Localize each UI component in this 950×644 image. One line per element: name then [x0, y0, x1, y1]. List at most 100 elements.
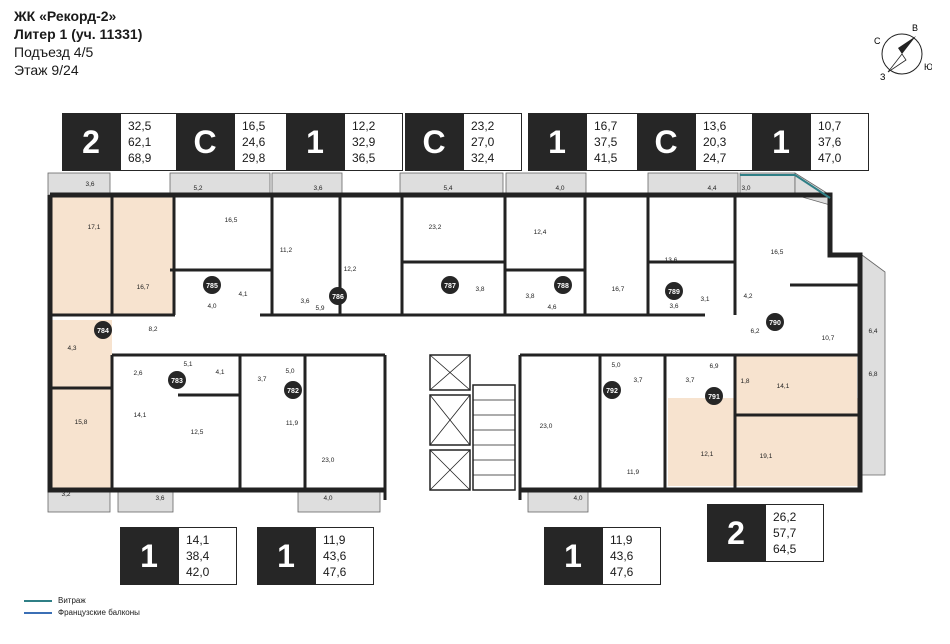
- full-area: 47,0: [818, 151, 842, 165]
- total-area: 27,0: [471, 135, 495, 149]
- apt-num: 782: [287, 388, 299, 395]
- room-area: 8,2: [148, 326, 157, 333]
- living-area: 16,5: [242, 119, 266, 133]
- complex-name: ЖК «Рекорд-2»: [14, 8, 117, 24]
- apartment-number: [94, 321, 112, 339]
- room-area: 6,4: [868, 328, 877, 335]
- outer-wall: [47, 195, 240, 493]
- apt-num: 783: [171, 378, 183, 385]
- apartment-type: 1: [257, 527, 315, 585]
- room-area: 4,6: [547, 304, 556, 311]
- room-area: 2,6: [133, 370, 142, 377]
- living-area: 23,2: [471, 119, 495, 133]
- litera: Литер 1 (уч. 11331): [14, 26, 143, 42]
- room-area: 11,9: [286, 420, 299, 427]
- floor-number: Этаж 9/24: [14, 62, 79, 78]
- room-area: 4,2: [743, 293, 752, 300]
- apartment-number: [603, 381, 621, 399]
- total-area: 37,5: [594, 135, 618, 149]
- apartment-type: С: [176, 113, 234, 171]
- apartment-number: [441, 276, 459, 294]
- room-area: 3,6: [313, 185, 322, 192]
- room-area: 3,6: [155, 495, 164, 502]
- total-area: 38,4: [186, 549, 210, 563]
- room-highlight: [735, 355, 857, 417]
- full-area: 68,9: [128, 151, 152, 165]
- apt-num: 790: [769, 320, 781, 327]
- room-area: 12,5: [191, 429, 204, 436]
- full-area: 32,4: [471, 151, 495, 165]
- apt-num: 786: [332, 294, 344, 301]
- living-area: 13,6: [703, 119, 727, 133]
- living-area: 32,5: [128, 119, 152, 133]
- apt-num: 785: [206, 283, 218, 290]
- room-area: 5,0: [611, 362, 620, 369]
- apt-num: 788: [557, 283, 569, 290]
- balcony-right: [861, 254, 886, 476]
- room-area: 4,0: [207, 303, 216, 310]
- apartment-type: 1: [528, 113, 586, 171]
- room-area: 23,2: [429, 224, 442, 231]
- room-area: 16,5: [225, 217, 238, 224]
- apartment-type: 1: [286, 113, 344, 171]
- apartment-number: [766, 313, 784, 331]
- legend-french: Французские балконы: [24, 608, 140, 617]
- compass-icon: С В Ю З: [874, 23, 932, 82]
- room-area: 6,9: [709, 363, 718, 370]
- apartment-type: 1: [752, 113, 810, 171]
- room-area: 4,3: [67, 345, 76, 352]
- balcony-top: [169, 172, 271, 196]
- total-area: 57,7: [773, 526, 797, 540]
- french-swatch: [24, 611, 52, 614]
- room-area: 5,9: [315, 305, 324, 312]
- apartment-number: [665, 282, 683, 300]
- floor-header: ЖК «Рекорд-2» Литер 1 (уч. 11331) Подъез…: [14, 7, 142, 79]
- apartment-number: [168, 371, 186, 389]
- room-area: 10,7: [822, 335, 835, 342]
- full-area: 36,5: [352, 151, 376, 165]
- living-area: 11,9: [610, 533, 633, 547]
- full-area: 41,5: [594, 151, 618, 165]
- total-area: 43,6: [323, 549, 347, 563]
- total-area: 20,3: [703, 135, 727, 149]
- room-area: 3,7: [633, 377, 642, 384]
- room-area: 1,8: [740, 378, 749, 385]
- room-area: 13,6: [665, 257, 678, 264]
- balcony-top: [647, 172, 739, 196]
- room-area: 3,6: [85, 181, 94, 188]
- room-area: 19,1: [760, 453, 773, 460]
- room-area: 6,2: [750, 328, 759, 335]
- living-area: 14,1: [186, 533, 210, 547]
- room-area: 14,1: [777, 383, 790, 390]
- compass-w: З: [880, 72, 885, 82]
- room-area: 11,9: [627, 469, 640, 476]
- compass-s: Ю: [924, 62, 932, 72]
- room-area: 3,6: [300, 298, 309, 305]
- apartment-number: [329, 287, 347, 305]
- full-area: 24,7: [703, 151, 727, 165]
- room-area: 14,1: [134, 412, 147, 419]
- room-area: 5,2: [193, 185, 202, 192]
- outer-wall: [50, 192, 863, 493]
- apartment-number: [554, 276, 572, 294]
- full-area: 64,5: [773, 542, 797, 556]
- compass-n: С: [874, 36, 881, 46]
- room-area: 3,8: [475, 286, 484, 293]
- apartment-type: 1: [120, 527, 178, 585]
- room-area: 11,2: [280, 247, 293, 254]
- room-area: 16,5: [771, 249, 784, 256]
- room-area: 3,8: [525, 293, 534, 300]
- room-area: 5,1: [183, 361, 192, 368]
- room-area: 4,0: [573, 495, 582, 502]
- living-area: 10,7: [818, 119, 842, 133]
